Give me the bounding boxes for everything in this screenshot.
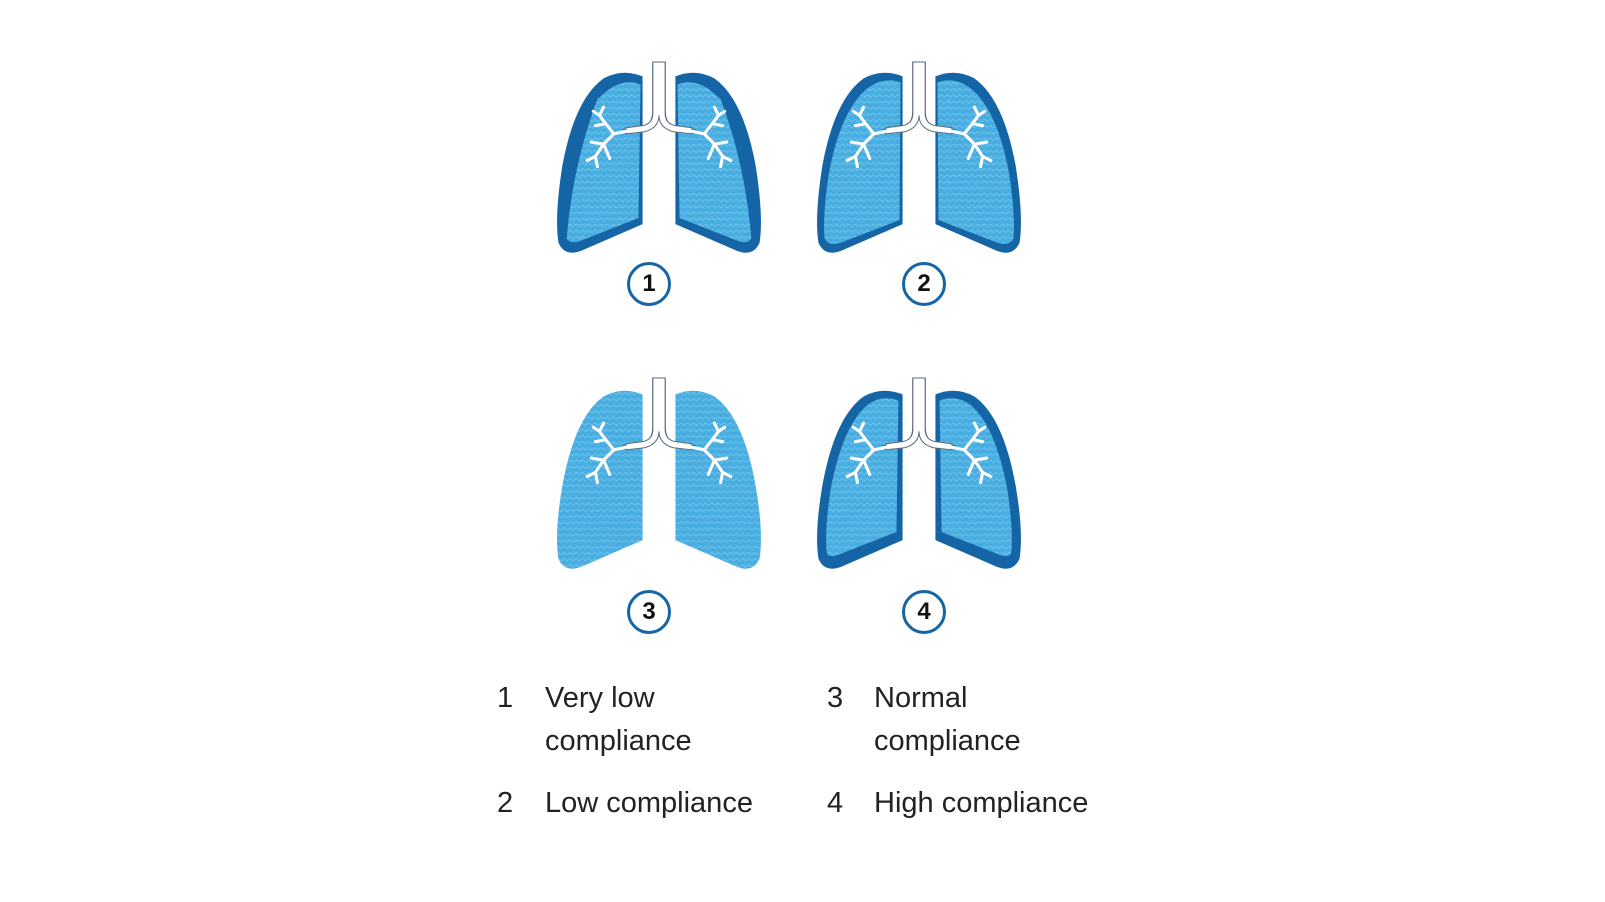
lung-panel-2: 2 xyxy=(808,60,1030,306)
lung-panel-1: 1 xyxy=(548,60,770,306)
legend-label-line2: compliance xyxy=(874,725,1021,757)
legend-number: 3 xyxy=(827,682,844,714)
lungs-low-compliance xyxy=(817,60,1021,253)
legend-label-line1: Low compliance xyxy=(545,787,753,819)
legend-label-line1: High compliance xyxy=(874,787,1089,819)
legend-number: 1 xyxy=(497,682,514,714)
panel-number-badge: 2 xyxy=(902,262,946,306)
panel-number-badge: 4 xyxy=(902,590,946,634)
lung-panel-3: 3 xyxy=(548,376,770,634)
legend-label-line2: compliance xyxy=(545,725,692,757)
lungs-normal-compliance xyxy=(557,376,761,569)
panel-number-badge: 3 xyxy=(627,590,671,634)
legend-number: 2 xyxy=(497,787,514,819)
lungs-very-low-compliance xyxy=(557,60,761,253)
lung-panel-4: 4 xyxy=(808,376,1030,634)
panel-number-badge: 1 xyxy=(627,262,671,306)
legend-number: 4 xyxy=(827,787,844,819)
legend-label-line1: Very low xyxy=(545,682,655,714)
lungs-high-compliance xyxy=(817,376,1021,569)
legend-label-line1: Normal xyxy=(874,682,968,714)
